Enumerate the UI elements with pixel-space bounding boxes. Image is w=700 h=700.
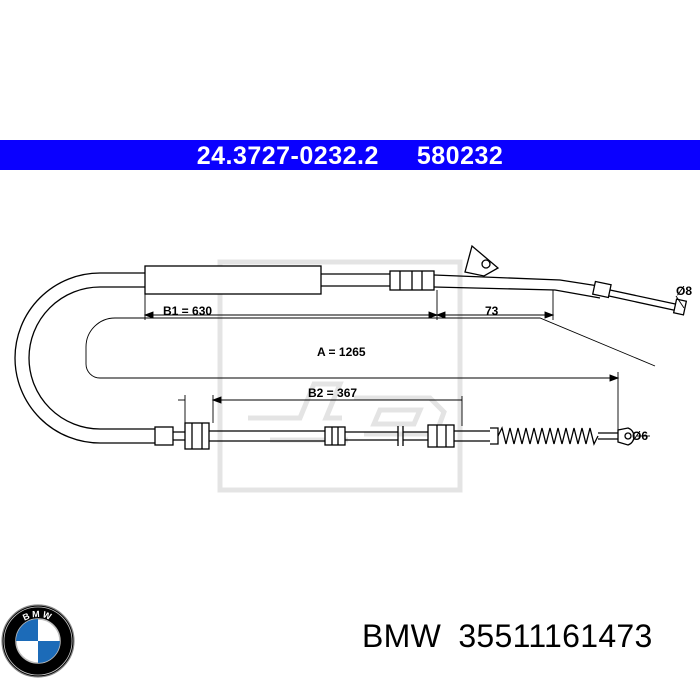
upper-cable [14, 244, 688, 444]
watermark-logo [217, 259, 463, 493]
part-code: 580232 [416, 141, 504, 170]
dimension-b2-label: B2 = 367 [308, 386, 357, 400]
dimension-b1-label: B1 = 630 [163, 304, 212, 318]
brand-name: BMW [362, 618, 442, 654]
dimension-offset-label: 73 [485, 304, 499, 318]
lower-cable [154, 422, 635, 450]
bmw-roundel-icon: BMW [1, 604, 75, 678]
part-number-header: 24.3727-0232.2 580232 [0, 140, 700, 170]
oem-number: 35511161473 [458, 618, 653, 654]
dimension-lines [85, 290, 685, 440]
oem-reference: BMW 35511161473 [362, 618, 653, 655]
svg-text:BMW: BMW [21, 609, 55, 623]
cable-technical-drawing: B1 = 630 73 Ø8 A = 1265 B2 = 367 Ø6 [14, 244, 692, 493]
diameter-upper-label: Ø8 [676, 284, 692, 298]
diameter-lower-label: Ø6 [632, 429, 648, 443]
part-number: 24.3727-0232.2 [196, 141, 379, 170]
dimension-a-label: A = 1265 [317, 345, 366, 359]
